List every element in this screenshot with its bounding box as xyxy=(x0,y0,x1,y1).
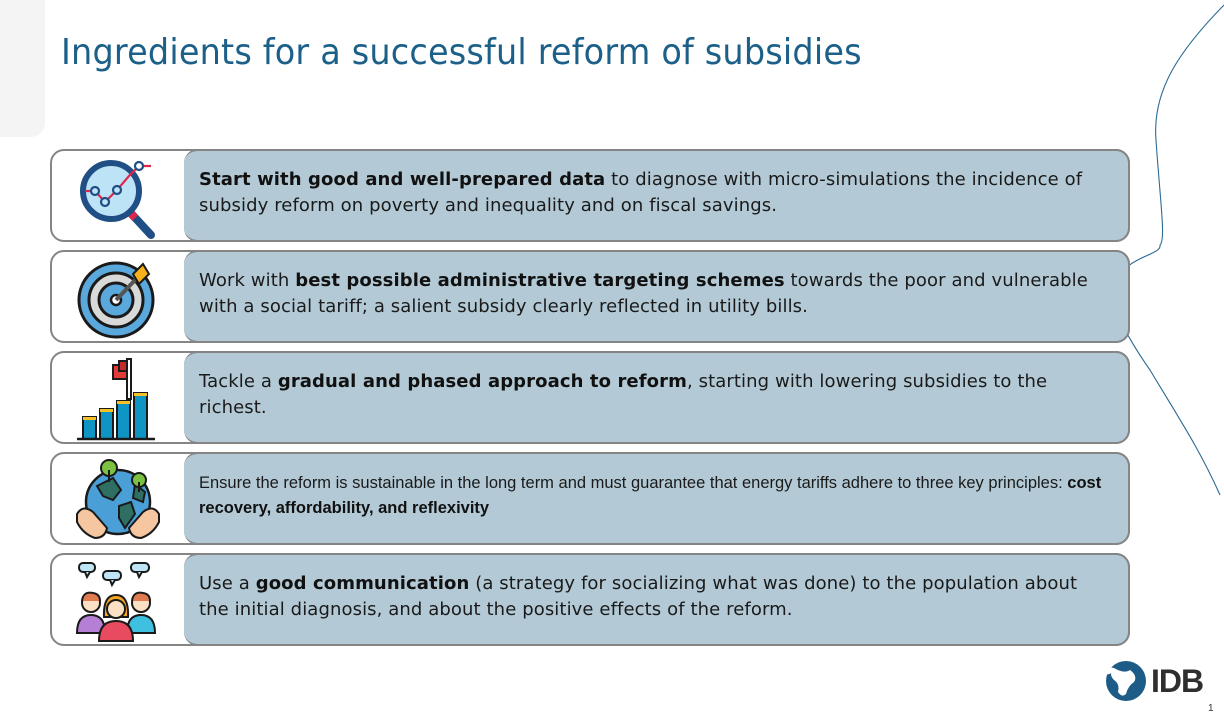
magnifier-chart-icon xyxy=(68,153,168,239)
globe-hands-icon xyxy=(68,456,168,542)
item-highlight: gradual and phased approach to reform xyxy=(277,370,687,392)
list-item: Use a good communication (a strategy for… xyxy=(50,553,1130,646)
bar-chart-flag-icon xyxy=(68,355,168,441)
idb-logo-text: IDB xyxy=(1151,662,1204,699)
list-item: Work with best possible administrative t… xyxy=(50,250,1130,343)
people-communication-icon xyxy=(68,557,168,643)
list-item: Start with good and well-prepared data t… xyxy=(50,149,1130,242)
item-text-panel: Tackle a gradual and phased approach to … xyxy=(184,351,1130,444)
item-description: Use a good communication (a strategy for… xyxy=(199,572,1078,620)
item-highlight: best possible administrative targeting s… xyxy=(295,269,785,291)
item-text-panel: Use a good communication (a strategy for… xyxy=(184,553,1130,646)
item-description: Tackle a gradual and phased approach to … xyxy=(199,370,1048,418)
item-text-panel: Start with good and well-prepared data t… xyxy=(184,149,1130,242)
item-text-panel: Ensure the reform is sustainable in the … xyxy=(184,452,1130,545)
target-arrow-icon xyxy=(68,254,168,340)
item-highlight: good communication xyxy=(255,572,470,594)
item-highlight: Start with good and well-prepared data xyxy=(199,168,606,190)
item-text-panel: Work with best possible administrative t… xyxy=(184,250,1130,343)
item-description: Ensure the reform is sustainable in the … xyxy=(199,473,1102,517)
list-item: Tackle a gradual and phased approach to … xyxy=(50,351,1130,444)
idb-globe-icon xyxy=(1104,661,1146,701)
item-description: Start with good and well-prepared data t… xyxy=(199,168,1083,216)
item-highlight: cost recovery, affordability, and reflex… xyxy=(199,473,1102,517)
idb-logo: IDB xyxy=(1104,660,1204,702)
item-description: Work with best possible administrative t… xyxy=(199,269,1088,317)
slide-title: Ingredients for a successful reform of s… xyxy=(61,32,862,73)
corner-panel xyxy=(0,0,45,137)
list-item: Ensure the reform is sustainable in the … xyxy=(50,452,1130,545)
page-number: 1 xyxy=(1208,703,1214,714)
